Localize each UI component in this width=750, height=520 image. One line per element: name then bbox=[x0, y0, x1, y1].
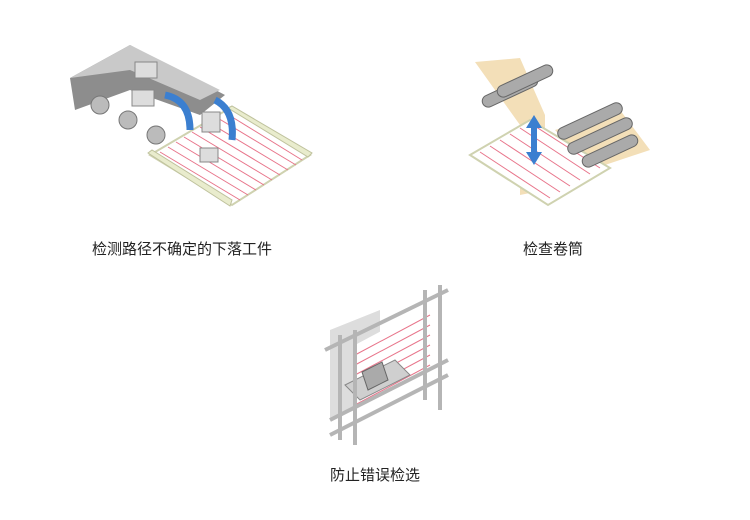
falling-arrow-icons bbox=[164, 91, 236, 141]
caption-picking-error-prevention: 防止错误检选 bbox=[329, 466, 421, 484]
caption-falling-workpieces: 检测路径不确定的下落工件 bbox=[91, 240, 273, 258]
up-down-arrow-icon bbox=[526, 115, 542, 165]
roll-inspection-illustration bbox=[468, 58, 650, 207]
caption-roll-inspection: 检查卷筒 bbox=[522, 240, 584, 258]
conveyor-belt bbox=[70, 45, 225, 163]
light-curtain-area-1 bbox=[147, 105, 313, 207]
picking-error-illustration bbox=[324, 285, 449, 445]
